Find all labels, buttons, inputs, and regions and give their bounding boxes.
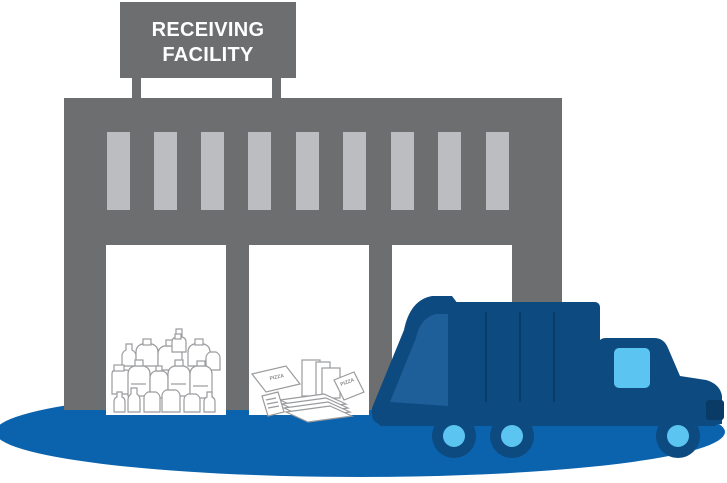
window <box>201 132 224 210</box>
window <box>107 132 130 210</box>
paper-icon <box>250 359 365 423</box>
window <box>391 132 414 210</box>
truck-cab-window <box>614 348 650 388</box>
truck-rear-panel <box>390 314 448 406</box>
window <box>296 132 319 210</box>
window-row <box>107 132 509 210</box>
sign-board <box>120 2 296 78</box>
window <box>438 132 461 210</box>
sign-line-2: FACILITY <box>162 44 254 66</box>
truck-container <box>452 302 600 412</box>
window <box>486 132 509 210</box>
sign-line-1: RECEIVING <box>152 19 265 41</box>
truck-wheel-rear-1 <box>432 414 476 458</box>
garbage-truck-icon <box>371 296 724 458</box>
window <box>343 132 366 210</box>
truck-bumper <box>706 400 724 420</box>
pizza-label-right: PIZZA <box>340 377 356 388</box>
truck-wheel-rear-2 <box>490 414 534 458</box>
window <box>248 132 271 210</box>
truck-container-ribs <box>485 312 555 402</box>
sign-post-right <box>272 76 281 102</box>
window <box>154 132 177 210</box>
sign-post-left <box>132 76 141 102</box>
truck-wheel-front <box>656 414 700 458</box>
bottles-icon <box>111 328 221 413</box>
pizza-label-left: PIZZA <box>269 373 285 382</box>
